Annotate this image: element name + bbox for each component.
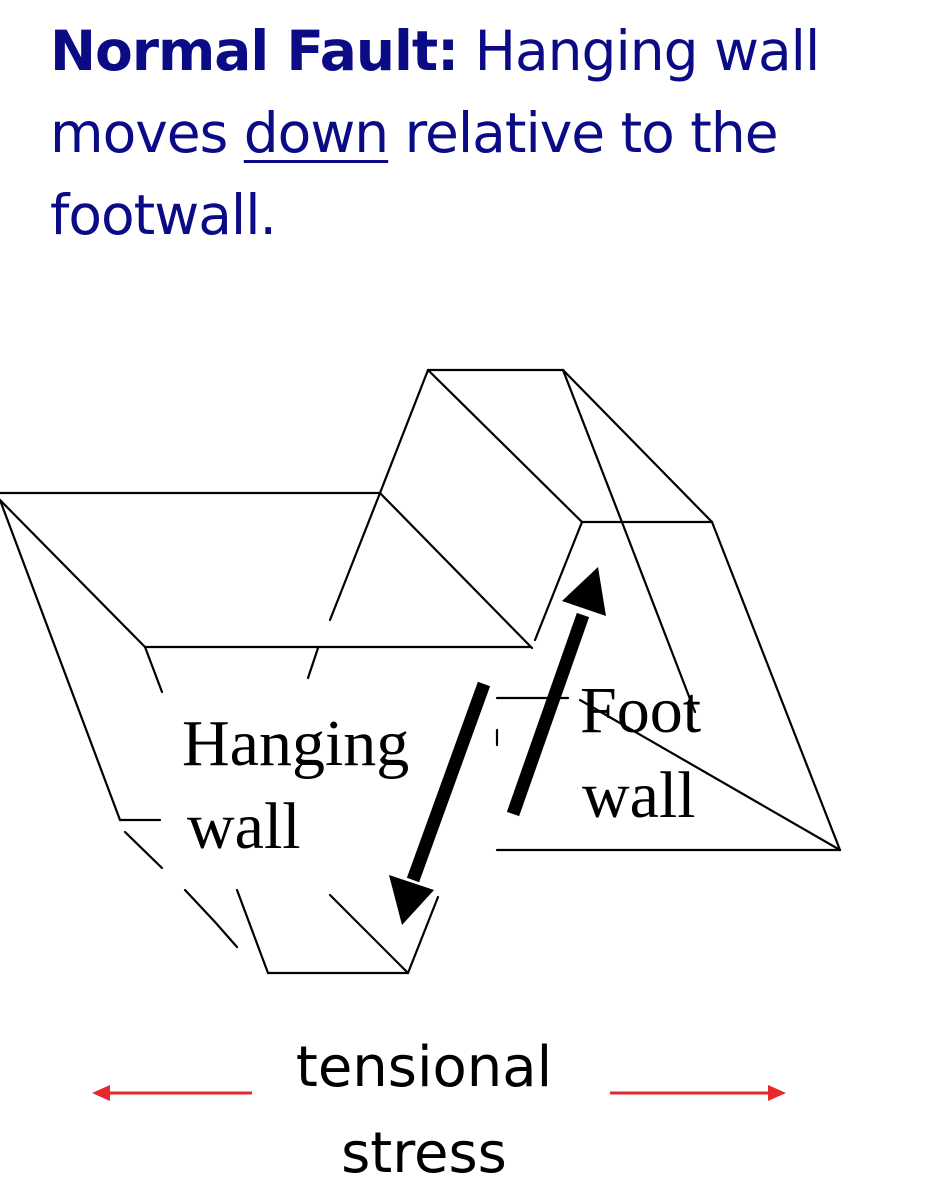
heading-text-2: relative to the footwall. [50,101,779,247]
stress-label-line2: stress [341,1121,507,1186]
foot-wall-label-line2: wall [582,759,696,832]
slip-arrow-up [506,567,606,817]
stress-arrow-left [92,1085,252,1101]
foot-wall-label-line1: Foot [580,674,701,747]
footwall-block [328,368,842,852]
stress-label-line1: tensional [296,1035,552,1100]
hanging-wall-block [0,491,532,975]
heading-term: Normal Fault: [50,19,459,83]
heading: Normal Fault: Hanging wall moves down re… [50,10,920,256]
heading-emphasis: down [243,101,389,165]
hanging-wall-label-line1: Hanging [182,707,409,780]
hanging-wall-label-line2: wall [187,790,301,863]
heading-text-1: Hanging wall moves [50,19,820,165]
stress-arrow-right [610,1085,786,1101]
slip-arrow-down [389,681,491,925]
